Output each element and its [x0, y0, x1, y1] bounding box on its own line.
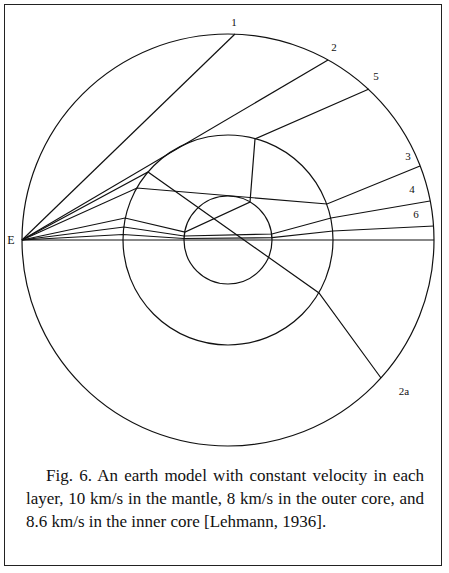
ray-number: 4: [408, 184, 416, 195]
ray-number: 2: [330, 42, 338, 53]
seismic-ray: [22, 89, 369, 240]
ray-number: 3: [404, 151, 412, 162]
ray-number: 2a: [398, 386, 410, 397]
seismic-ray: [22, 172, 381, 378]
seismic-ray: [22, 201, 430, 240]
ray-number: 6: [412, 209, 420, 220]
ray-number: 1: [230, 17, 238, 28]
seismic-ray: [22, 34, 235, 240]
figure-caption: Fig. 6. An earth model with constant vel…: [26, 464, 424, 533]
seismic-ray: [22, 226, 434, 240]
earth-surface: [22, 34, 434, 446]
seismic-ray: [22, 166, 420, 240]
seismic-ray: [22, 60, 328, 240]
ray-number: 5: [372, 71, 380, 82]
epicenter-label: E: [6, 234, 15, 246]
seismic-ray: [22, 239, 434, 240]
